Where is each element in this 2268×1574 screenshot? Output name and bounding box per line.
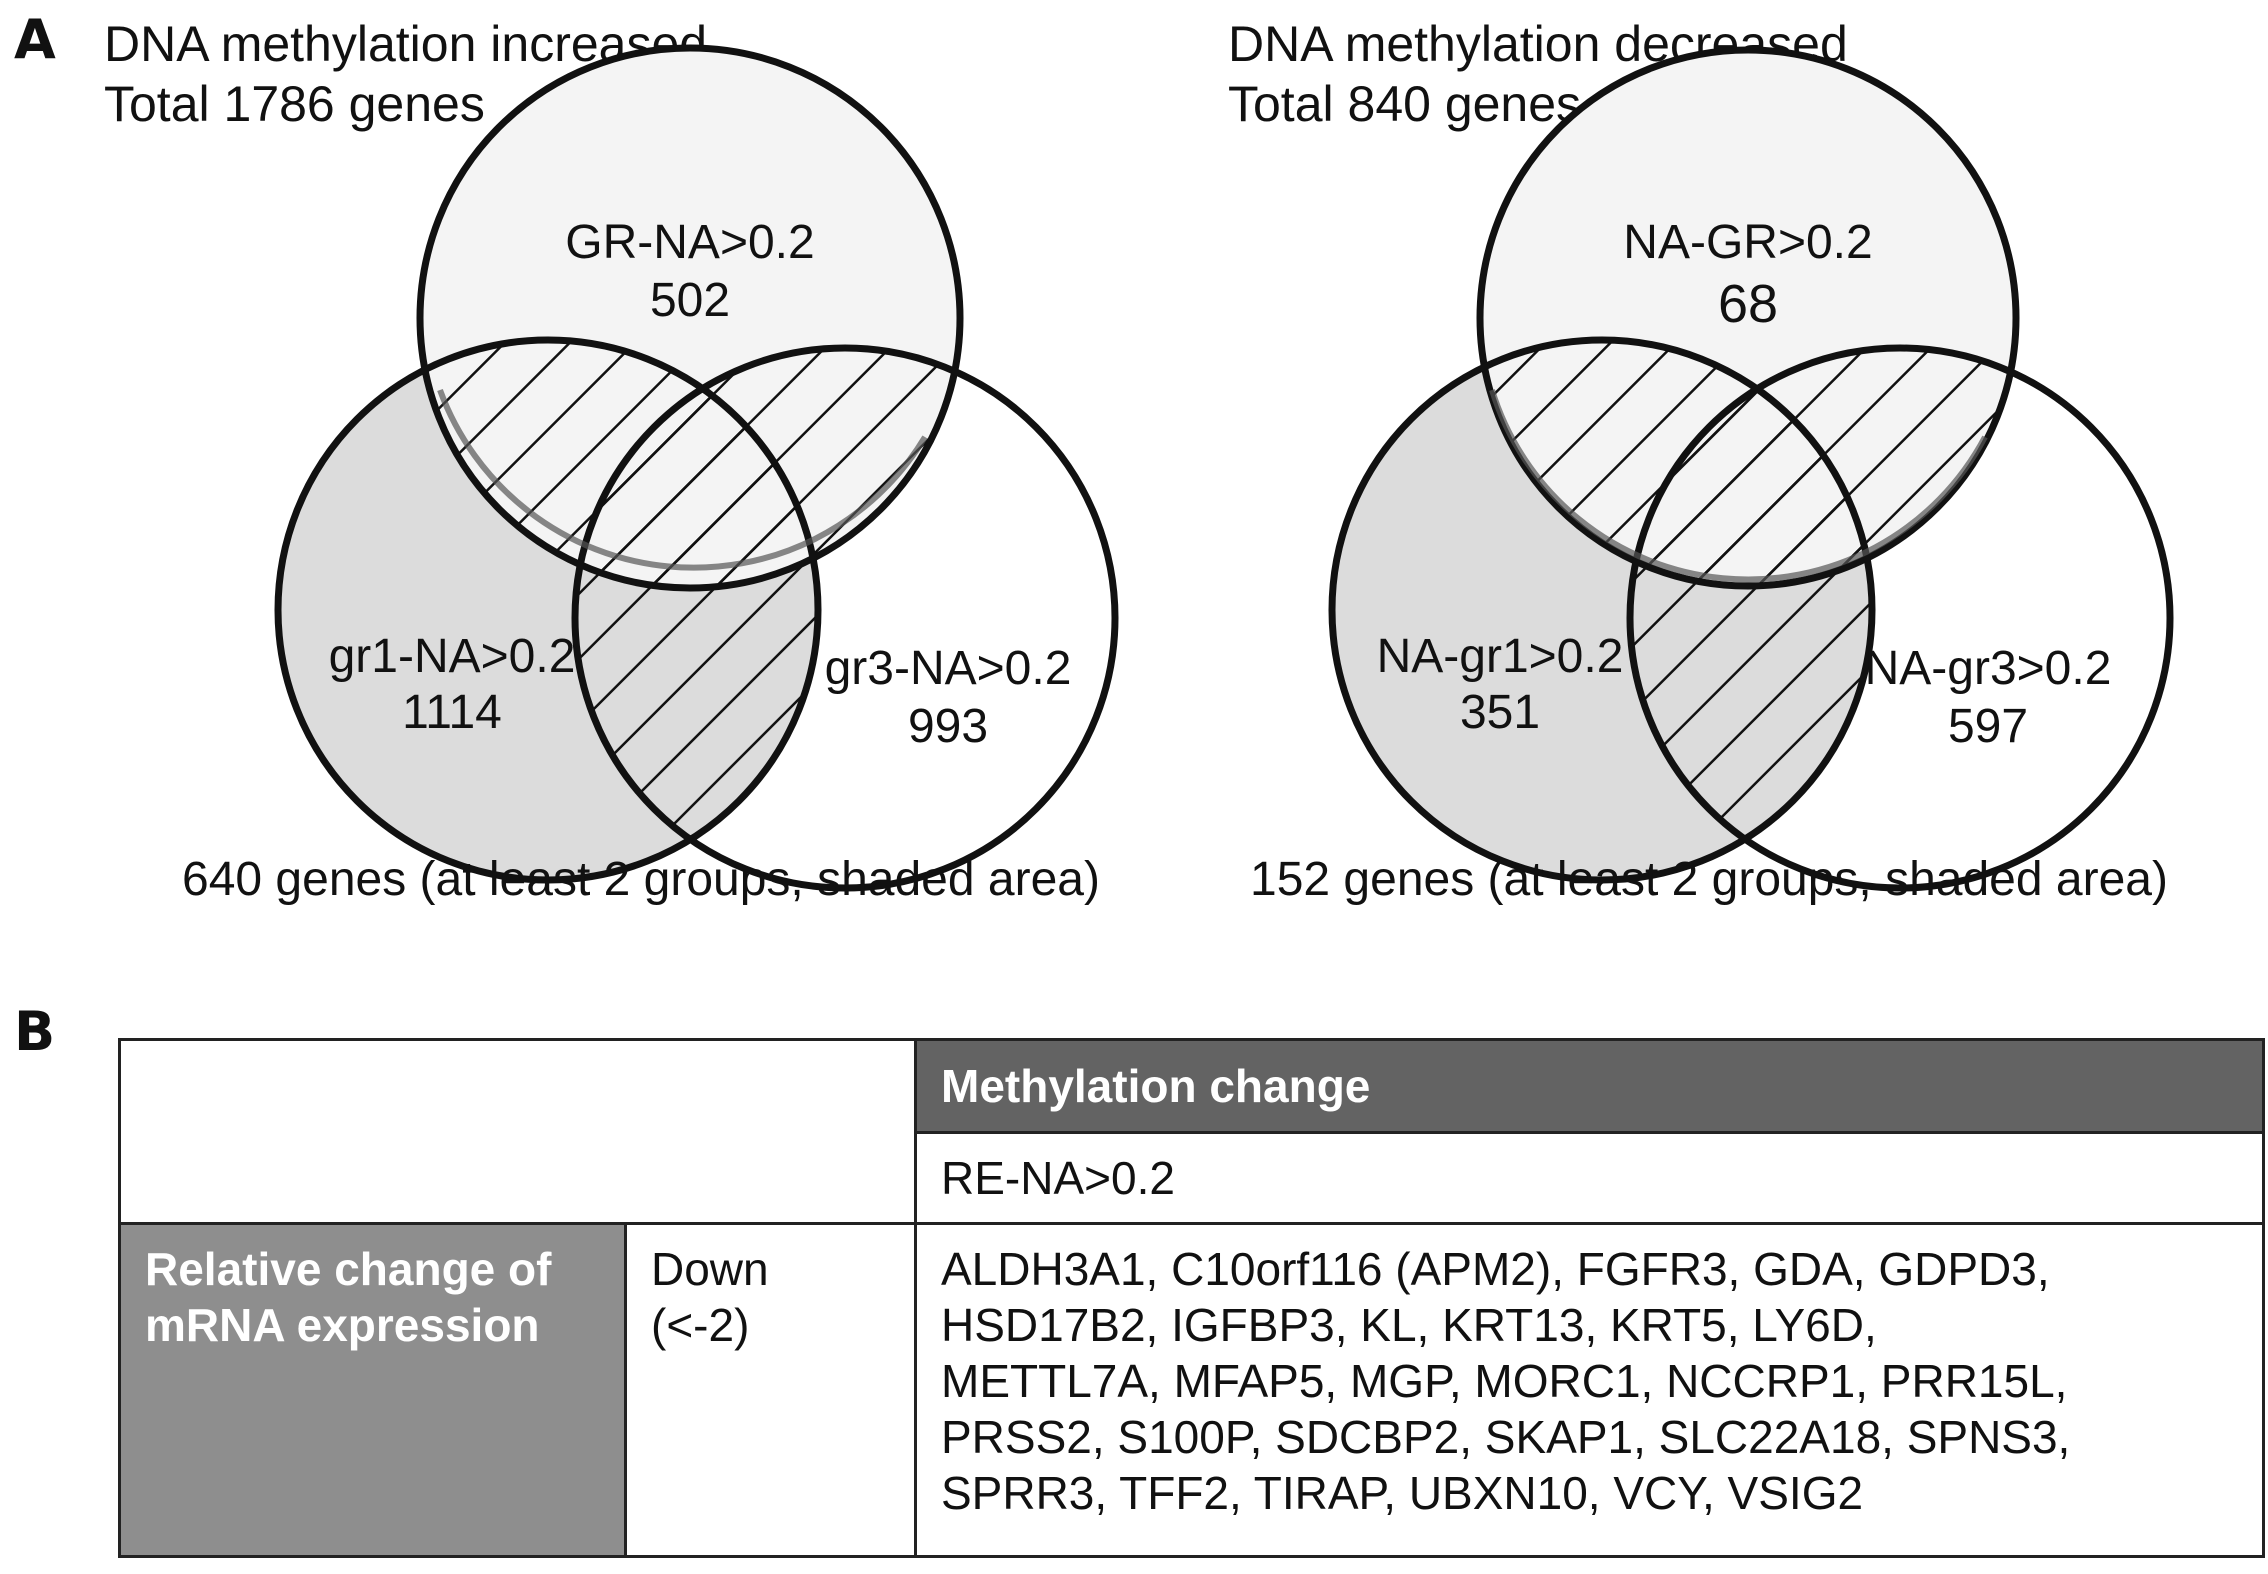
right-venn: NA-GR>0.2 68 NA-gr1>0.2 351 NA-gr3>0.2 5… [1328,46,2174,892]
left-venn-left-label: gr1-NA>0.2 [329,630,576,683]
gene-line: PRSS2, S100P, SDCBP2, SKAP1, SLC22A18, S… [941,1411,2071,1463]
gene-line: METTL7A, MFAP5, MGP, MORC1, NCCRP1, PRR1… [941,1355,2068,1407]
gene-line: ALDH3A1, C10orf116 (APM2), FGFR3, GDA, G… [941,1243,2050,1295]
left-venn-top-count: 502 [650,274,730,327]
gene-table: Methylation change RE-NA>0.2 Relative ch… [118,1038,2265,1558]
table-header-methylation: Methylation change [914,1038,2265,1134]
left-venn-left-count: 1114 [402,686,502,739]
table-gene-list: ALDH3A1, C10orf116 (APM2), FGFR3, GDA, G… [914,1222,2265,1558]
gene-line: SPRR3, TFF2, TIRAP, UBXN10, VCY, VSIG2 [941,1467,1864,1519]
right-venn-left-label: NA-gr1>0.2 [1377,630,1624,683]
table-direction: Down (<-2) [624,1222,917,1558]
right-venn-left-count: 351 [1460,686,1540,739]
left-venn-right-count: 993 [908,700,988,753]
left-venn-right-label: gr3-NA>0.2 [825,642,1072,695]
direction-threshold: (<-2) [651,1299,750,1351]
panel-b-letter: B [14,1000,56,1063]
left-venn-top-label: GR-NA>0.2 [565,216,814,269]
table-subheader-threshold: RE-NA>0.2 [914,1131,2265,1225]
right-venn-top-label: NA-GR>0.2 [1623,216,1872,269]
venn-diagrams: GR-NA>0.2 502 gr1-NA>0.2 1114 gr3-NA>0.2… [274,44,2174,892]
gene-line: HSD17B2, IGFBP3, KL, KRT13, KRT5, LY6D, [941,1299,1877,1351]
right-venn-top-count: 68 [1718,274,1778,334]
panel-a-letter: A [14,8,56,71]
right-venn-total: Total 840 genes [1228,76,1582,132]
direction-label: Down [651,1243,769,1295]
table-empty-corner [118,1038,917,1225]
right-venn-right-count: 597 [1948,700,2028,753]
left-venn: GR-NA>0.2 502 gr1-NA>0.2 1114 gr3-NA>0.2… [274,44,1119,892]
right-venn-caption: 152 genes (at least 2 groups, shaded are… [1250,853,2168,906]
left-venn-caption: 640 genes (at least 2 groups, shaded are… [182,853,1100,906]
left-venn-total: Total 1786 genes [104,76,485,132]
table-row-label: Relative change of mRNA expression [118,1222,627,1558]
right-venn-right-label: NA-gr3>0.2 [1865,642,2112,695]
